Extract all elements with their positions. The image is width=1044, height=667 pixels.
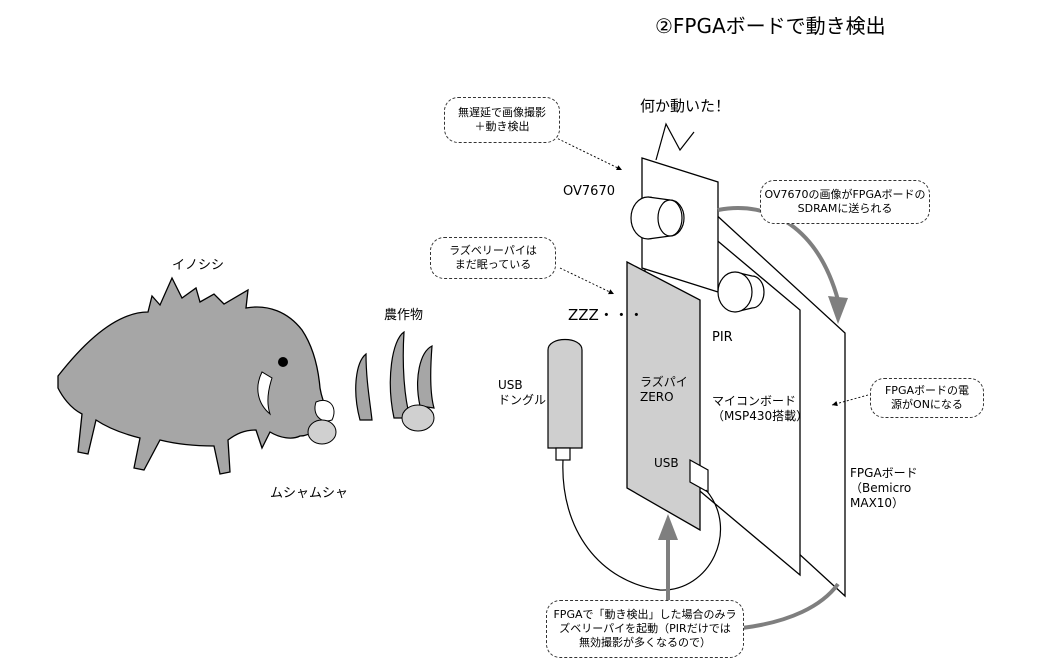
raspi-zero-board: [626, 260, 701, 532]
raspi-sleep-callout: ラズベリーパイはまだ眠っている: [430, 237, 556, 279]
image-transfer-arrow: [717, 206, 840, 301]
crops-illustration: [355, 330, 435, 432]
motion-detected-label: 何か動いた！: [640, 97, 731, 115]
wakeup-arrow-tail: [741, 582, 840, 630]
fpga-power-callout: FPGAボードの電源がONになる: [870, 378, 984, 418]
boar-illustration: [57, 276, 337, 475]
munch-label: ムシャムシャ: [270, 486, 349, 501]
crops-label: 農作物: [384, 308, 424, 323]
usb-dongle-icon: [547, 338, 583, 461]
wakeup-callout: FPGAで「動き検出」した場合のみラズベリーパイを起動（PIRだけでは無効撮影が…: [546, 600, 744, 658]
pir-label: PIR: [712, 330, 733, 345]
diagram-title: ②FPGAボードで動き検出: [655, 14, 886, 38]
no-delay-callout: 無遅延で画像撮影＋動き検出: [444, 97, 560, 143]
zzz-label: ZZZ・・・: [568, 306, 644, 324]
pir-sensor-icon: [717, 271, 765, 313]
boar-label: イノシシ: [172, 258, 225, 273]
usb-cable: [562, 459, 722, 591]
mcu-board-label: マイコンボード（MSP430搭載）: [712, 394, 809, 423]
motion-zigzag-icon: [655, 122, 695, 161]
usb-port-label: USB: [654, 456, 679, 470]
camera-lens-icon: [630, 196, 685, 240]
boar-eye: [278, 357, 288, 367]
boar-tusk: [257, 371, 273, 416]
ov7670-label: OV7670: [563, 184, 615, 199]
